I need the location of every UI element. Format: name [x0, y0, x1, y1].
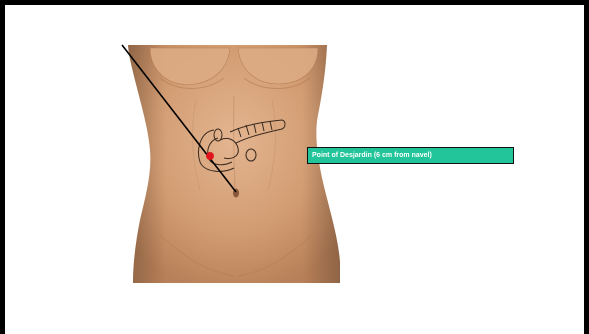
torso [128, 45, 340, 283]
desjardin-label: Point of Desjardin (6 cm from navel) [312, 152, 432, 159]
desjardin-point-marker [206, 152, 214, 160]
desjardin-label-box: Point of Desjardin (6 cm from navel) [307, 147, 514, 164]
